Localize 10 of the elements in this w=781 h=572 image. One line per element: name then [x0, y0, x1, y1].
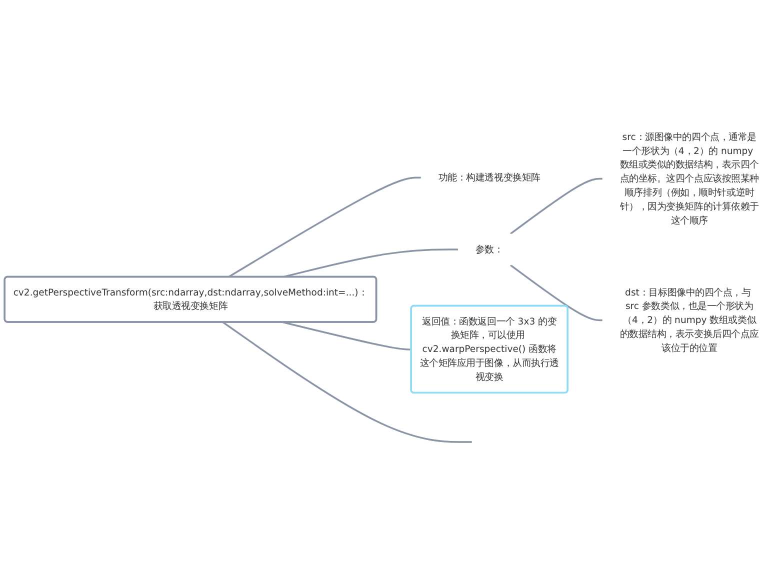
connector — [282, 321, 412, 350]
connector — [228, 176, 421, 278]
node-text: 功能：构建透视变换矩阵 — [438, 172, 540, 183]
node-text: 参数： — [475, 244, 504, 255]
node-text: dst：目标图像中的四个点，与 src 参数类似，也是一个形状为（4，2）的 numpy 数组或类似的数据结构，表示变换后四个点应该位于的位置 — [620, 286, 759, 354]
connector — [510, 264, 602, 322]
node-text: src：源图像中的四个点，通常是一个形状为（4，2）的 numpy 数组或类似的数据结构，表示四个点的坐标。这四个点应该按照某种顺序排列（例如，顺时针或逆时针），因为变换矩阵的计算依赖于这个顺序 — [620, 131, 759, 226]
connector — [282, 248, 458, 278]
connector — [510, 178, 602, 235]
connector — [222, 322, 472, 443]
